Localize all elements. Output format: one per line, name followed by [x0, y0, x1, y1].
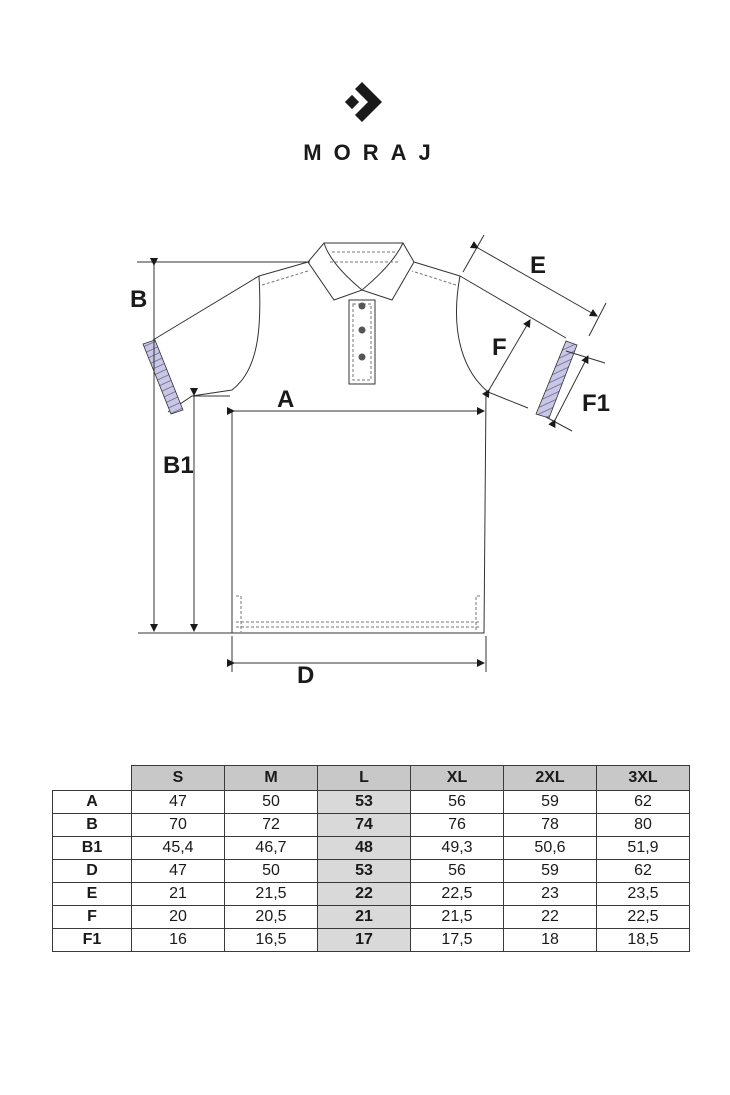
- table-cell: 47: [131, 859, 225, 883]
- diamond-arrow-logo-icon: [344, 82, 382, 122]
- row-header: B1: [52, 836, 132, 860]
- column-header-S: S: [131, 765, 225, 791]
- table-row: E 21 21,5 22 22,5 23 23,5: [52, 882, 690, 906]
- table-row: F1 16 16,5 17 17,5 18 18,5: [52, 928, 690, 952]
- table-cell: 46,7: [224, 836, 318, 860]
- table-cell: 56: [410, 859, 504, 883]
- label-B: B: [130, 286, 148, 313]
- polo-shirt-diagram: B A B1 D E F F1: [0, 220, 730, 690]
- table-cell: 80: [596, 813, 690, 837]
- table-cell: 62: [596, 859, 690, 883]
- table-cell: 70: [131, 813, 225, 837]
- table-cell: 51,9: [596, 836, 690, 860]
- column-header-L: L: [317, 765, 411, 791]
- label-D: D: [297, 662, 315, 689]
- table-cell: 50: [224, 790, 318, 814]
- table-cell: 45,4: [131, 836, 225, 860]
- column-header-M: M: [224, 765, 318, 791]
- table-cell: 23: [503, 882, 597, 906]
- table-row: A 47 50 53 56 59 62: [52, 790, 690, 814]
- table-cell: 56: [410, 790, 504, 814]
- column-header-2XL: 2XL: [503, 765, 597, 791]
- label-A: A: [277, 386, 295, 413]
- table-cell: 48: [317, 836, 411, 860]
- button-icon: [358, 353, 366, 361]
- table-cell: 23,5: [596, 882, 690, 906]
- table-cell: 21,5: [410, 905, 504, 929]
- table-cell: 22,5: [410, 882, 504, 906]
- left-cuff: [142, 339, 184, 415]
- table-cell: 21,5: [224, 882, 318, 906]
- table-cell: 21: [131, 882, 225, 906]
- table-row: B 70 72 74 76 78 80: [52, 813, 690, 837]
- label-F: F: [492, 334, 507, 361]
- column-header-3XL: 3XL: [596, 765, 690, 791]
- table-cell: 72: [224, 813, 318, 837]
- table-cell: 22: [317, 882, 411, 906]
- row-header: B: [52, 813, 132, 837]
- button-icon: [358, 326, 366, 334]
- row-header: F1: [52, 928, 132, 952]
- label-F1: F1: [582, 390, 611, 417]
- table-cell: 20,5: [224, 905, 318, 929]
- column-header-XL: XL: [410, 765, 504, 791]
- table-cell: 21: [317, 905, 411, 929]
- polo-shirt-drawing: [137, 234, 607, 672]
- table-cell: 78: [503, 813, 597, 837]
- label-B1: B1: [163, 452, 194, 479]
- table-cell: 59: [503, 859, 597, 883]
- table-cell: 50,6: [503, 836, 597, 860]
- button-icon: [358, 302, 366, 310]
- table-cell: 16: [131, 928, 225, 952]
- row-header: E: [52, 882, 132, 906]
- table-row: F 20 20,5 21 21,5 22 22,5: [52, 905, 690, 929]
- table-cell: 17,5: [410, 928, 504, 952]
- table-cell: 50: [224, 859, 318, 883]
- table-cell: 47: [131, 790, 225, 814]
- table-row: D 47 50 53 56 59 62: [52, 859, 690, 883]
- table-cell: 53: [317, 790, 411, 814]
- table-cell: 22: [503, 905, 597, 929]
- table-cell: 18,5: [596, 928, 690, 952]
- table-cell: 62: [596, 790, 690, 814]
- label-E: E: [530, 252, 547, 279]
- table-cell: 22,5: [596, 905, 690, 929]
- table-cell: 17: [317, 928, 411, 952]
- row-header: A: [52, 790, 132, 814]
- brand-name: MORAJ: [303, 140, 443, 165]
- row-header: F: [52, 905, 132, 929]
- table-cell: 76: [410, 813, 504, 837]
- table-cell: 49,3: [410, 836, 504, 860]
- table-cell: 53: [317, 859, 411, 883]
- table-cell: 16,5: [224, 928, 318, 952]
- table-cell: 20: [131, 905, 225, 929]
- row-header: D: [52, 859, 132, 883]
- table-header-row: S M L XL 2XL 3XL: [52, 765, 690, 791]
- table-cell: 18: [503, 928, 597, 952]
- table-cell: 59: [503, 790, 597, 814]
- table-corner: [52, 765, 132, 791]
- table-cell: 74: [317, 813, 411, 837]
- size-table: S M L XL 2XL 3XL A 47 50 53 56 59 62 B 7…: [52, 765, 690, 952]
- table-row: B1 45,4 46,7 48 49,3 50,6 51,9: [52, 836, 690, 860]
